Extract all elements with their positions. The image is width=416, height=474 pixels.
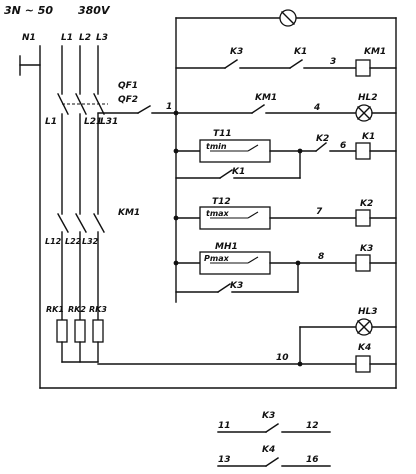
rung5-pmax-label: Pmax <box>204 254 230 263</box>
phase-node-b: L21 <box>84 117 102 127</box>
voltage-label: 380V <box>78 4 111 17</box>
rung-1 <box>175 59 397 77</box>
heater-rk2 <box>74 319 86 363</box>
rung3-sensor-t11-label: T11 <box>213 129 232 139</box>
junction-dot <box>173 148 179 154</box>
junction-dot <box>173 260 179 266</box>
rung6-lamp-hl3-label: HL3 <box>358 307 378 317</box>
phase-buses <box>61 45 99 95</box>
junction-dot <box>297 148 303 154</box>
wire-8-label: 8 <box>318 252 324 262</box>
rung-4 <box>175 206 397 230</box>
rung3-coil-k1-label: K1 <box>362 132 375 142</box>
heater-rk1 <box>56 319 68 363</box>
wire-12-label: 12 <box>306 421 319 431</box>
rung1-contact-k3-label: K3 <box>230 47 243 57</box>
wire-3-label: 3 <box>330 57 336 67</box>
rung4-sensor-t12-label: T12 <box>212 197 231 207</box>
aux-contact-k3 <box>217 423 331 433</box>
bus-l3-label: L3 <box>96 33 108 43</box>
aux-contact-k4 <box>217 457 331 467</box>
load-node-c: L32 <box>82 237 99 246</box>
rung-2 <box>175 104 397 122</box>
rung5-hold-k3-label: K3 <box>230 281 243 291</box>
phase-node-a: L1 <box>45 117 57 127</box>
indicator-top <box>279 9 297 27</box>
rung2-lamp-hl2-label: HL2 <box>358 93 378 103</box>
bus-l2-label: L2 <box>79 33 91 43</box>
junction-dot <box>173 215 179 221</box>
rung5-sensor-mh1-label: MH1 <box>215 242 238 252</box>
rung3-hold-k1-label: K1 <box>232 167 245 177</box>
heater-rk1-label: RK1 <box>46 305 64 314</box>
wire-4-label: 4 <box>313 103 320 113</box>
bus-l1-label: L1 <box>61 33 73 43</box>
junction-dot <box>297 361 303 367</box>
breaker-qf2 <box>97 105 177 114</box>
contactor-km1 <box>57 213 105 321</box>
wire-7-label: 7 <box>316 207 323 217</box>
wire-16-label: 16 <box>306 455 319 465</box>
wire-13-label: 13 <box>218 455 231 465</box>
rung5-coil-k3-label: K3 <box>360 244 373 254</box>
aux-k3-label: K3 <box>262 411 275 421</box>
rung-3 <box>175 139 397 179</box>
rung1-coil-km1-label: KM1 <box>364 47 386 57</box>
contactor-km1-label: KM1 <box>118 208 140 218</box>
load-node-a: L12 <box>45 237 62 246</box>
load-node-b: L22 <box>65 237 82 246</box>
phase-node-c: L31 <box>100 117 118 127</box>
rung-5 <box>175 251 397 293</box>
rung3-tmin-label: tmin <box>206 142 227 151</box>
wire-10-label: 10 <box>276 353 289 363</box>
junction-dot <box>173 110 179 116</box>
wire-1-label: 1 <box>166 102 172 112</box>
rung1-contact-k1-label: K1 <box>294 47 307 57</box>
rung3-contact-k2-label: K2 <box>316 134 329 144</box>
junction-dot <box>295 260 301 266</box>
wire-11-label: 11 <box>218 421 231 431</box>
bus-n-label: N1 <box>22 33 36 43</box>
breaker-qf1 <box>57 93 108 215</box>
heater-rk2-label: RK2 <box>68 305 86 314</box>
rung4-tmax-label: tmax <box>206 209 230 218</box>
heater-rk3 <box>92 319 104 363</box>
breaker-qf1-label: QF1 <box>118 81 138 91</box>
breaker-qf2-label: QF2 <box>118 95 138 105</box>
heater-rk3-label: RK3 <box>89 305 107 314</box>
rung4-coil-k2-label: K2 <box>360 199 373 209</box>
wire-6-label: 6 <box>340 141 346 151</box>
rung2-contact-km1-label: KM1 <box>255 93 277 103</box>
ground-symbol <box>19 45 41 389</box>
rung-6 <box>97 318 397 373</box>
aux-k4-label: K4 <box>262 445 275 455</box>
supply-label: 3N ~ 50 <box>4 4 53 17</box>
rung6-coil-k4-label: K4 <box>358 343 371 353</box>
